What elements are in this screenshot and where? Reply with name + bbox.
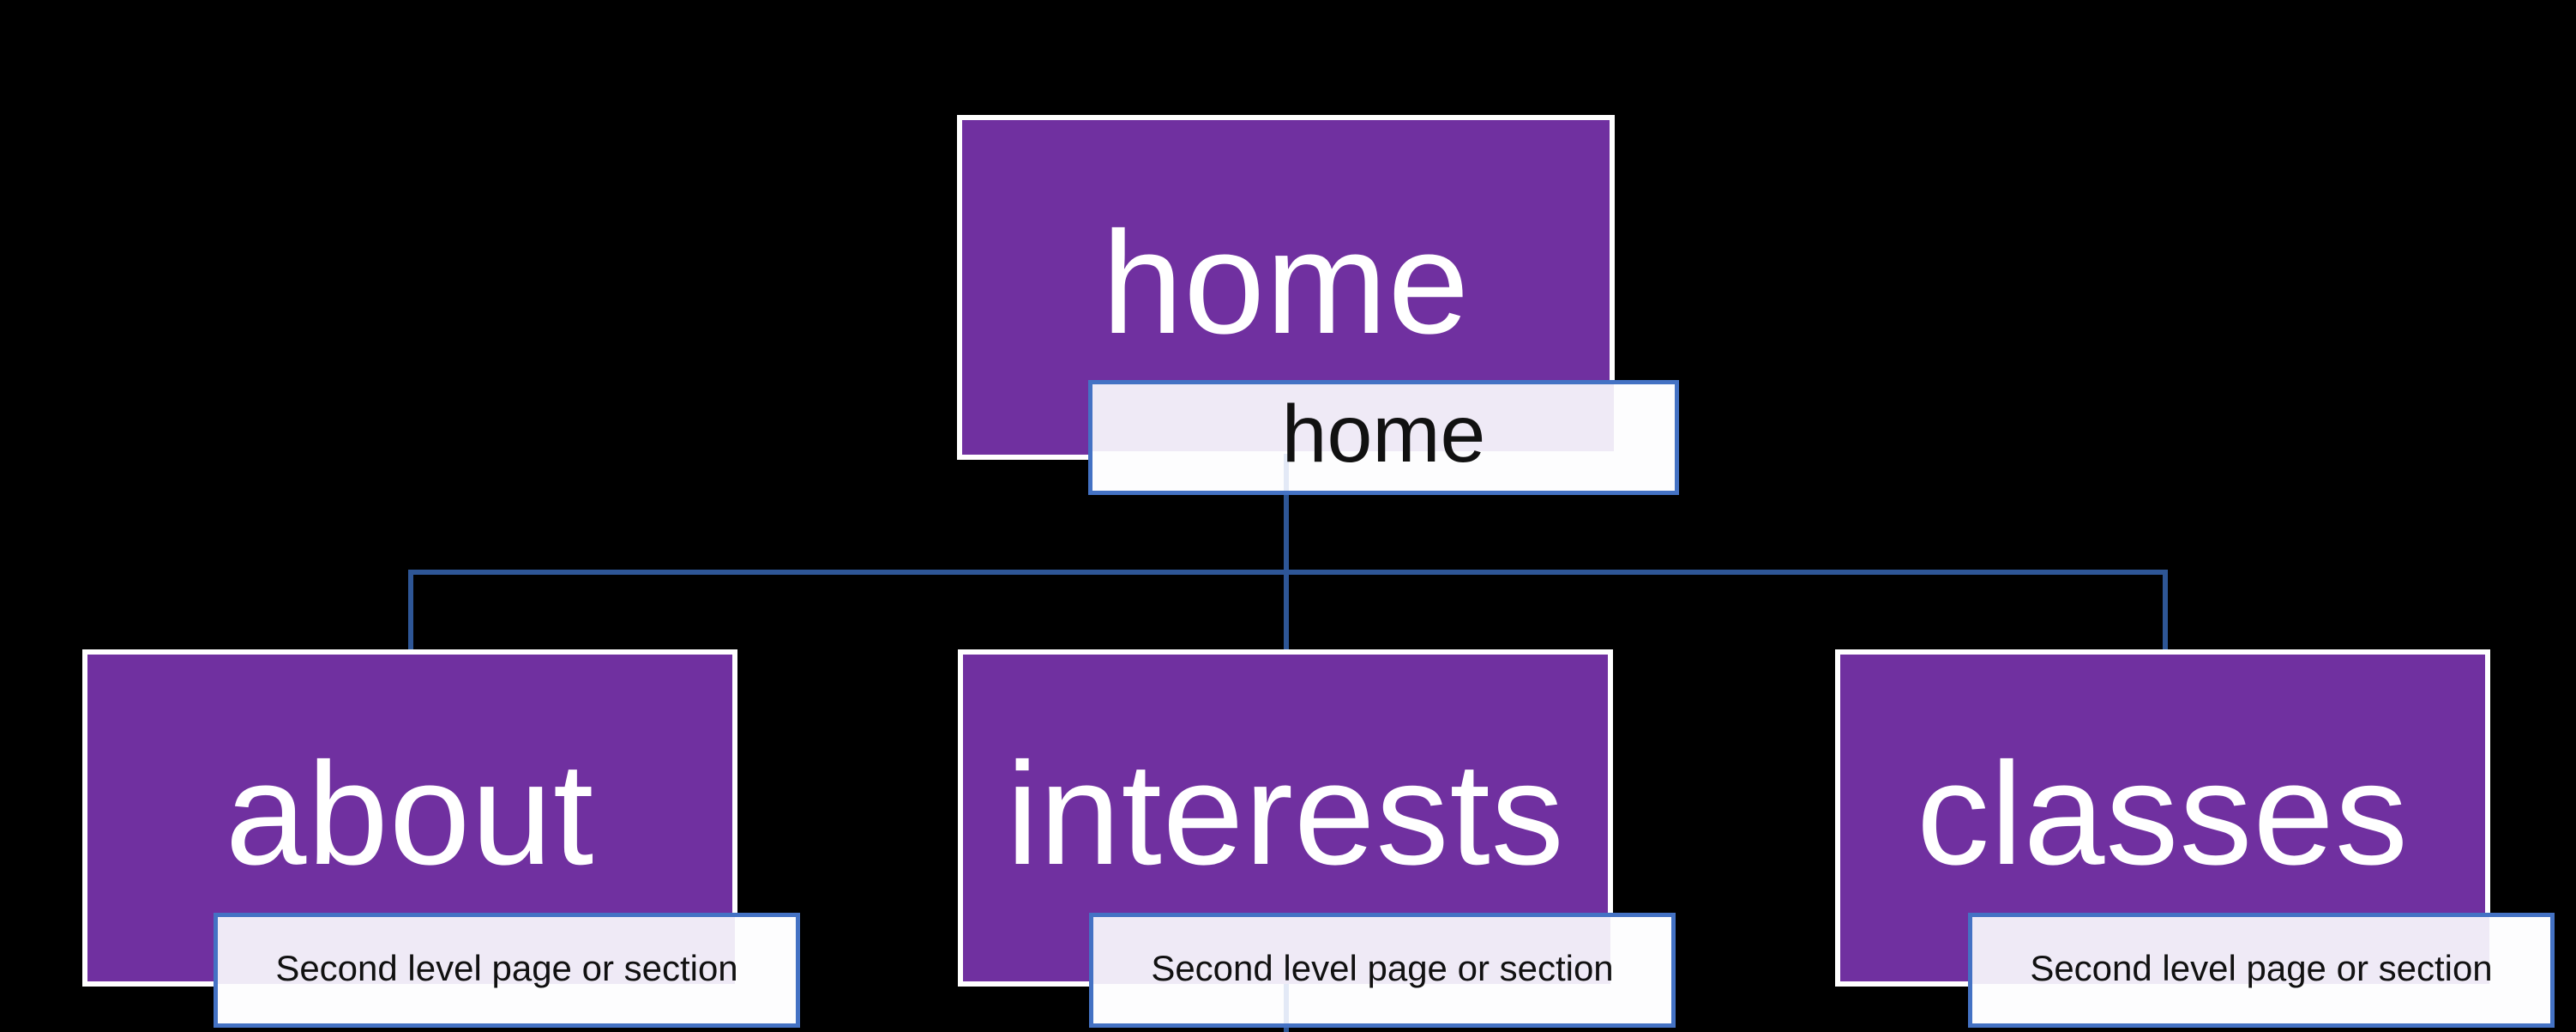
label-about[interactable]: Second level page or section — [214, 913, 800, 1028]
label-about-text: Second level page or section — [275, 948, 738, 988]
connector-drop-about — [408, 572, 413, 651]
label-interests-highlight — [1093, 917, 1611, 985]
label-interests-text: Second level page or section — [1151, 948, 1614, 988]
connector-ghost-interests — [1284, 984, 1289, 1023]
label-about-highlight — [218, 917, 736, 985]
label-classes-highlight — [1972, 917, 2490, 985]
label-interests[interactable]: Second level page or section — [1089, 913, 1676, 1028]
node-about-title: about — [225, 732, 595, 896]
connector-drop-interests — [1284, 572, 1289, 651]
node-classes-title: classes — [1917, 732, 2409, 896]
label-classes-text: Second level page or section — [2030, 948, 2493, 988]
node-home-title: home — [1101, 202, 1471, 365]
label-classes[interactable]: Second level page or section — [1968, 913, 2555, 1028]
node-interests-title: interests — [1006, 732, 1565, 896]
connector-drop-classes — [2163, 572, 2168, 651]
label-home-highlight — [1092, 384, 1614, 452]
connector-home-stem — [1284, 455, 1289, 575]
label-home-text: home — [1281, 388, 1486, 480]
connector-ghost-home — [1284, 454, 1289, 491]
label-home[interactable]: home — [1088, 380, 1679, 495]
